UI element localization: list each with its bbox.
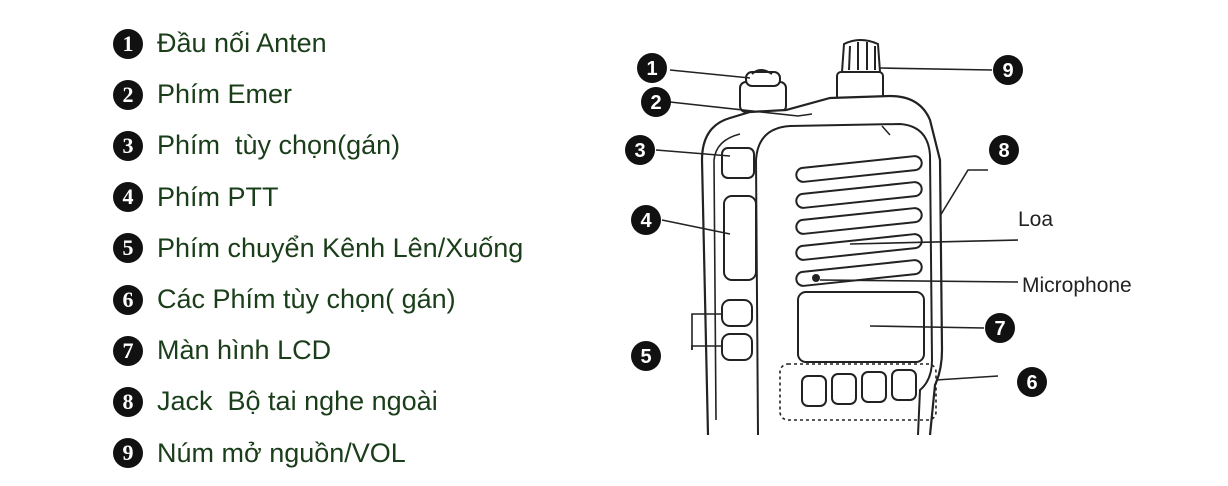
legend-label: Phím PTT <box>157 181 279 212</box>
callout-badge: 1 <box>637 53 667 83</box>
component-legend: 1 Đầu nối Anten 2 Phím Emer 3 Phím tùy chọn… <box>113 18 583 479</box>
legend-item: 2 Phím Emer <box>113 69 583 120</box>
legend-label: Phím chuyển Kênh Lên/Xuống <box>157 232 524 263</box>
svg-text:2: 2 <box>650 92 661 114</box>
legend-number-badge: 3 <box>113 130 143 161</box>
legend-number-badge: 5 <box>113 233 143 264</box>
legend-number-badge: 6 <box>113 284 143 315</box>
earphone-jack-cover <box>881 125 891 136</box>
legend-item: 1 Đầu nối Anten <box>113 18 583 69</box>
legend-item: 6 Các Phím tùy chọn( gán) <box>113 274 583 325</box>
callout-badge: 9 <box>993 55 1023 85</box>
svg-text:1: 1 <box>646 58 657 80</box>
microphone-hole <box>812 274 820 282</box>
legend-label: Phím tùy chọn(gán) <box>157 130 401 161</box>
callout-badge: 3 <box>625 135 655 165</box>
callout-badge: 4 <box>631 205 661 235</box>
svg-text:9: 9 <box>1002 60 1013 82</box>
legend-label: Phím Emer <box>157 79 293 110</box>
svg-text:5: 5 <box>640 346 651 368</box>
legend-item: 5 Phím chuyển Kênh Lên/Xuống <box>113 223 583 274</box>
svg-text:4: 4 <box>640 210 652 232</box>
svg-text:7: 7 <box>994 318 1005 340</box>
legend-label: Jack Bộ tai nghe ngoài <box>157 386 438 417</box>
legend-label: Màn hình LCD <box>157 335 332 366</box>
legend-number-badge: 8 <box>113 386 143 417</box>
microphone-label: Microphone <box>1022 274 1132 297</box>
option-keys <box>801 369 917 407</box>
radio-diagram: 1 2 3 4 5 6 7 8 9 Loa Microphone <box>590 30 1210 450</box>
legend-item: 9 Núm mở nguồn/VOL <box>113 428 583 479</box>
channel-down-key <box>721 333 753 361</box>
legend-number-badge: 9 <box>113 438 143 469</box>
volume-knob <box>836 39 884 103</box>
speaker-label: Loa <box>1018 208 1053 231</box>
leader-lines <box>655 67 1019 381</box>
legend-number-badge: 1 <box>113 28 143 59</box>
legend-label: Đầu nối Anten <box>157 28 327 59</box>
svg-text:8: 8 <box>998 140 1009 162</box>
svg-text:3: 3 <box>634 140 645 162</box>
legend-item: 3 Phím tùy chọn(gán) <box>113 120 583 171</box>
callout-badge: 8 <box>989 135 1019 165</box>
legend-number-badge: 7 <box>113 335 143 366</box>
antenna-connector <box>739 69 787 113</box>
ptt-key <box>723 195 757 281</box>
callout-badge: 6 <box>1017 367 1047 397</box>
legend-number-badge: 2 <box>113 79 143 110</box>
speaker-grille <box>795 155 923 287</box>
legend-number-badge: 4 <box>113 182 143 213</box>
callout-badge: 7 <box>985 313 1015 343</box>
legend-item: 7 Màn hình LCD <box>113 325 583 376</box>
option-side-key <box>721 147 755 179</box>
svg-text:6: 6 <box>1026 372 1037 394</box>
callout-badge: 5 <box>631 341 661 371</box>
callout-badge: 2 <box>641 87 671 117</box>
side-edge <box>713 133 741 421</box>
legend-item: 8 Jack Bộ tai nghe ngoài <box>113 376 583 427</box>
legend-item: 4 Phím PTT <box>113 172 583 223</box>
channel-up-key <box>721 299 753 327</box>
legend-label: Núm mở nguồn/VOL <box>157 437 406 468</box>
legend-label: Các Phím tùy chọn( gán) <box>157 284 456 315</box>
